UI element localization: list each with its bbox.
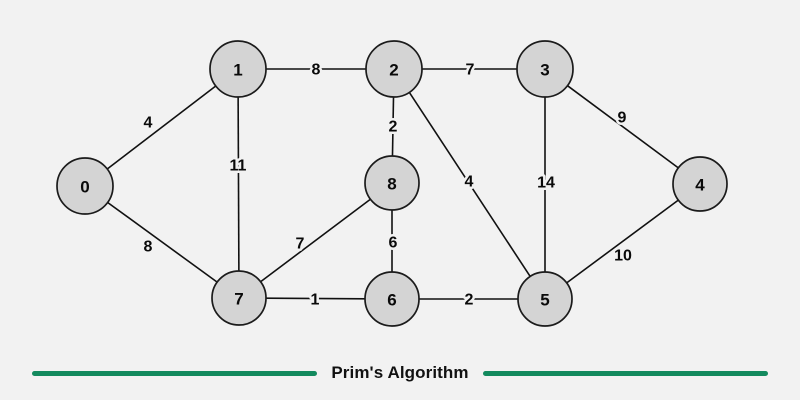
graph-edge xyxy=(237,96,240,272)
node-label: 3 xyxy=(540,61,549,80)
graph-node[interactable]: 3 xyxy=(516,40,574,98)
graph-edge xyxy=(265,297,366,300)
caption-bar: Prim's Algorithm xyxy=(0,360,800,386)
nodes-layer: 0 1 2 3 4 5 6 7 8 xyxy=(56,40,728,327)
graph-node[interactable]: 4 xyxy=(672,156,728,212)
graph-edge xyxy=(106,85,217,170)
node-circle[interactable] xyxy=(364,271,420,327)
graph-edge xyxy=(391,96,395,157)
node-label: 7 xyxy=(234,290,243,309)
node-circle[interactable] xyxy=(672,156,728,212)
graph-edge xyxy=(408,91,531,277)
node-label: 6 xyxy=(387,291,396,310)
edge-weight-label: 11 xyxy=(230,158,247,175)
graph-node[interactable]: 5 xyxy=(517,271,573,327)
caption-title: Prim's Algorithm xyxy=(331,363,469,382)
graph-edge xyxy=(566,199,679,284)
graph-node[interactable]: 1 xyxy=(209,40,267,98)
node-circle[interactable] xyxy=(365,40,423,98)
edge-weight-label: 10 xyxy=(614,248,632,265)
edge-weight-label: 7 xyxy=(466,62,475,79)
edge-weight-label: 4 xyxy=(465,174,474,191)
graph-edge xyxy=(567,85,679,169)
graph-node[interactable]: 6 xyxy=(364,271,420,327)
edge-weights-layer: 4 8 8 11 7 2 4 9 14 10 2 1 6 7 xyxy=(141,59,634,311)
node-label: 0 xyxy=(80,178,89,197)
node-label: 8 xyxy=(387,175,396,194)
caption-rule-left xyxy=(32,370,318,376)
graph-node[interactable]: 8 xyxy=(364,155,420,211)
graph-node[interactable]: 0 xyxy=(56,157,114,215)
graph-node[interactable]: 7 xyxy=(211,270,267,326)
node-label: 4 xyxy=(695,176,705,195)
node-label: 2 xyxy=(389,61,398,80)
edge-weight-label: 8 xyxy=(312,62,321,79)
node-circle[interactable] xyxy=(56,157,114,215)
edge-weight-label: 14 xyxy=(537,175,555,192)
node-circle[interactable] xyxy=(364,155,420,211)
graph-edge xyxy=(260,198,371,283)
caption-rule-right xyxy=(482,370,768,376)
graph-edge xyxy=(107,201,218,283)
edge-weight-label: 9 xyxy=(618,110,627,127)
edge-weight-label: 2 xyxy=(389,119,398,136)
edge-weight-label: 1 xyxy=(311,292,320,309)
node-circle[interactable] xyxy=(516,40,574,98)
edge-weight-label: 7 xyxy=(296,236,305,253)
node-circle[interactable] xyxy=(209,40,267,98)
node-label: 5 xyxy=(540,291,549,310)
node-circle[interactable] xyxy=(517,271,573,327)
edge-weight-label: 4 xyxy=(144,115,153,132)
edge-weight-label: 8 xyxy=(144,239,153,256)
node-circle[interactable] xyxy=(211,270,267,326)
edges-layer xyxy=(106,68,679,300)
edge-weight-label: 6 xyxy=(389,235,398,252)
node-label: 1 xyxy=(233,61,242,80)
graph-node[interactable]: 2 xyxy=(365,40,423,98)
edge-weight-label: 2 xyxy=(465,292,474,309)
